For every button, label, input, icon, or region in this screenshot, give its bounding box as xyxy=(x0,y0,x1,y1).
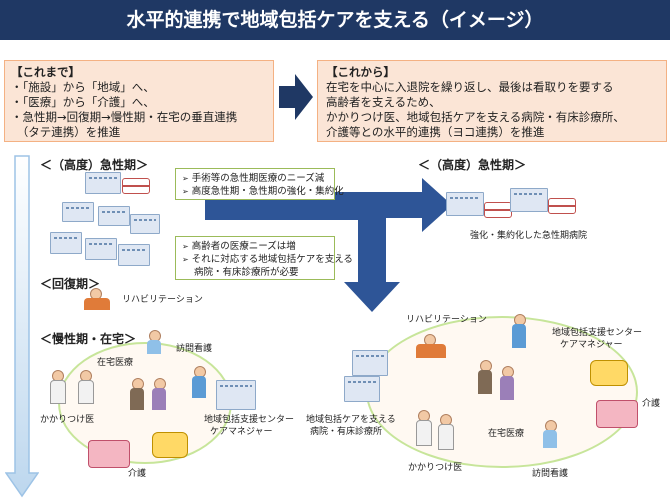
doctor-icon xyxy=(436,414,454,450)
elderly-person-icon xyxy=(476,360,494,396)
before-line: ・急性期→回復期→慢性期・在宅の垂直連携 xyxy=(11,110,238,124)
note-acute-demand: ➢手術等の急性期医療のニーズ減 ➢高度急性期・急性期の強化・集約化 xyxy=(175,168,344,200)
rehab-label: リハビリテーション xyxy=(406,315,487,325)
hospital-icon xyxy=(130,214,160,234)
hospital-icon xyxy=(85,238,117,260)
care-manager-icon xyxy=(190,366,208,400)
home-medical-label: 在宅医療 xyxy=(97,358,134,368)
care-manager-label: ケアマネジャー xyxy=(210,427,273,437)
note-row: ➢手術等の急性期医療のニーズ減 xyxy=(182,172,328,185)
arrow-bullet-icon: ➢ xyxy=(182,242,189,251)
after-line: 介護等との水平的連携（ヨコ連携）を推進 xyxy=(326,125,545,139)
hospital-icon xyxy=(98,206,130,226)
after-line: かかりつけ医、地域包括ケアを支える病院・有床診療所、 xyxy=(326,110,625,124)
rehab-label: リハビリテーション xyxy=(122,295,203,305)
home-visit-nurse-label: 訪問看護 xyxy=(532,469,569,479)
ambulance-icon xyxy=(548,198,576,214)
hospital-icon xyxy=(85,172,121,194)
hospital-icon xyxy=(352,350,388,376)
before-line: ・「医療」から「介護」へ、 xyxy=(11,95,155,109)
note-elderly-demand: ➢高齢者の医療ニーズは増 ➢それに対応する地域包括ケアを支える 病院・有床診療所… xyxy=(175,236,353,280)
family-doctor-label: かかりつけ医 xyxy=(40,415,95,425)
hospital-icon xyxy=(344,376,380,402)
care-manager-label: ケアマネジャー xyxy=(560,340,623,350)
elderly-person-icon xyxy=(150,378,168,412)
page-title: 水平的連携で地域包括ケアを支える（イメージ） xyxy=(0,0,670,40)
support-center-label: 地域包括支援センター xyxy=(204,415,295,425)
note-text: それに対応する地域包括ケアを支える xyxy=(191,254,353,265)
hospital-icon xyxy=(62,202,94,222)
before-line: （タテ連携）を推進 xyxy=(11,125,121,139)
arrow-bullet-icon: ➢ xyxy=(182,255,189,264)
before-header: 【これまで】 xyxy=(11,65,80,79)
ambulance-icon xyxy=(484,202,512,218)
care-van-icon xyxy=(152,432,188,458)
care-label: 介護 xyxy=(642,399,661,409)
support-center-label: 地域包括支援センター xyxy=(552,328,643,338)
rehabilitation-icon xyxy=(80,288,116,312)
elderly-person-icon xyxy=(498,366,516,402)
doctor-icon xyxy=(76,370,94,404)
bath-care-icon xyxy=(596,400,638,428)
hospital-icon xyxy=(446,192,484,216)
note-text: 高齢者の医療ニーズは増 xyxy=(191,241,296,252)
arrow-bullet-icon: ➢ xyxy=(182,187,189,196)
family-doctor-label: かかりつけ医 xyxy=(408,463,463,473)
after-box: 【これから】 在宅を中心に入退院を繰り返し、最後は看取りを要する 高齢者を支える… xyxy=(317,60,667,142)
phase-recovery-label: ＜回復期＞ xyxy=(40,277,101,291)
note-row: ➢それに対応する地域包括ケアを支える xyxy=(182,253,353,266)
home-medical-label: 在宅医療 xyxy=(488,429,525,439)
note-row: ➢高齢者の医療ニーズは増 xyxy=(182,240,328,253)
transition-arrow xyxy=(279,74,313,120)
before-line: ・「施設」から「地域」へ、 xyxy=(11,80,155,94)
vertical-flow-arrow xyxy=(5,155,39,498)
ambulance-icon xyxy=(122,178,150,194)
hospital-icon xyxy=(510,188,548,212)
note-row: ➢高度急性期・急性期の強化・集約化 xyxy=(182,185,344,198)
nurse-icon xyxy=(542,420,558,450)
note-text: 手術等の急性期医療のニーズ減 xyxy=(191,173,325,184)
care-label: 介護 xyxy=(128,469,147,479)
consolidated-hospital-caption: 強化・集約化した急性期病院 xyxy=(470,231,588,241)
care-van-icon xyxy=(590,360,628,386)
bath-care-icon xyxy=(88,440,130,468)
note-text: 高度急性期・急性期の強化・集約化 xyxy=(191,186,344,197)
phase-acute-label: ＜（高度）急性期＞ xyxy=(40,158,149,172)
support-center-building-icon xyxy=(216,380,256,410)
doctor-icon xyxy=(48,370,66,404)
hospital-icon xyxy=(118,244,150,266)
after-header: 【これから】 xyxy=(326,65,395,79)
after-line: 高齢者を支えるため、 xyxy=(326,95,441,109)
arrow-bullet-icon: ➢ xyxy=(182,174,189,183)
community-hospital-label: 地域包括ケアを支える xyxy=(306,415,396,425)
elderly-person-icon xyxy=(128,378,146,412)
right-phase-acute-label: ＜（高度）急性期＞ xyxy=(418,158,527,172)
rehabilitation-icon xyxy=(412,334,452,360)
nurse-icon xyxy=(146,330,162,356)
before-box: 【これまで】 ・「施設」から「地域」へ、 ・「医療」から「介護」へ、 ・急性期→… xyxy=(4,60,274,142)
care-manager-icon xyxy=(510,314,528,350)
after-line: 在宅を中心に入退院を繰り返し、最後は看取りを要する xyxy=(326,80,614,94)
note-row: 病院・有床診療所が必要 xyxy=(182,266,328,279)
phase-chronic-label: ＜慢性期・在宅＞ xyxy=(40,332,137,346)
hospital-icon xyxy=(50,232,82,254)
doctor-icon xyxy=(414,410,432,446)
community-hospital-label: 病院・有床診療所 xyxy=(310,427,383,437)
home-visit-nurse-label: 訪問看護 xyxy=(176,344,213,354)
note-text: 病院・有床診療所が必要 xyxy=(194,267,299,278)
